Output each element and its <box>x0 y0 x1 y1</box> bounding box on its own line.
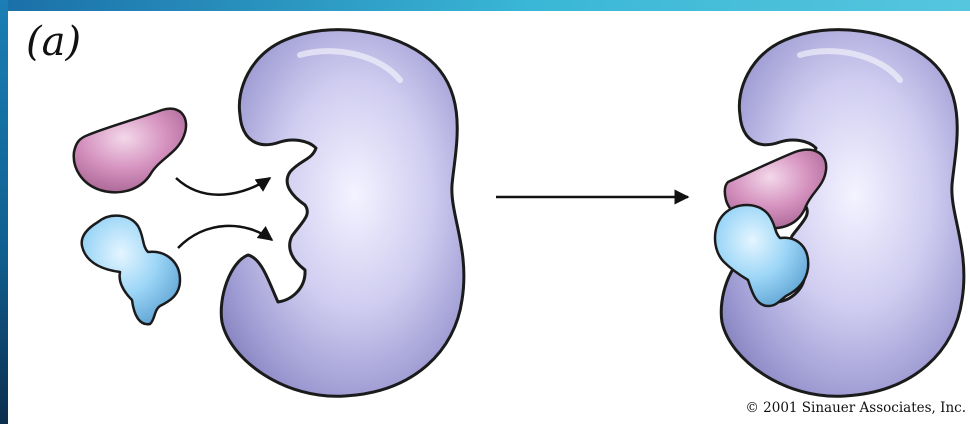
substrate-pink <box>74 109 186 193</box>
copyright-text: © 2001 Sinauer Associates, Inc. <box>745 400 966 416</box>
panel-label: (a) <box>26 22 81 62</box>
enzyme-substrate-complex <box>715 30 964 397</box>
enzyme-unbound <box>221 30 464 397</box>
binding-arrows <box>176 178 272 248</box>
substrate-blue <box>82 216 180 325</box>
